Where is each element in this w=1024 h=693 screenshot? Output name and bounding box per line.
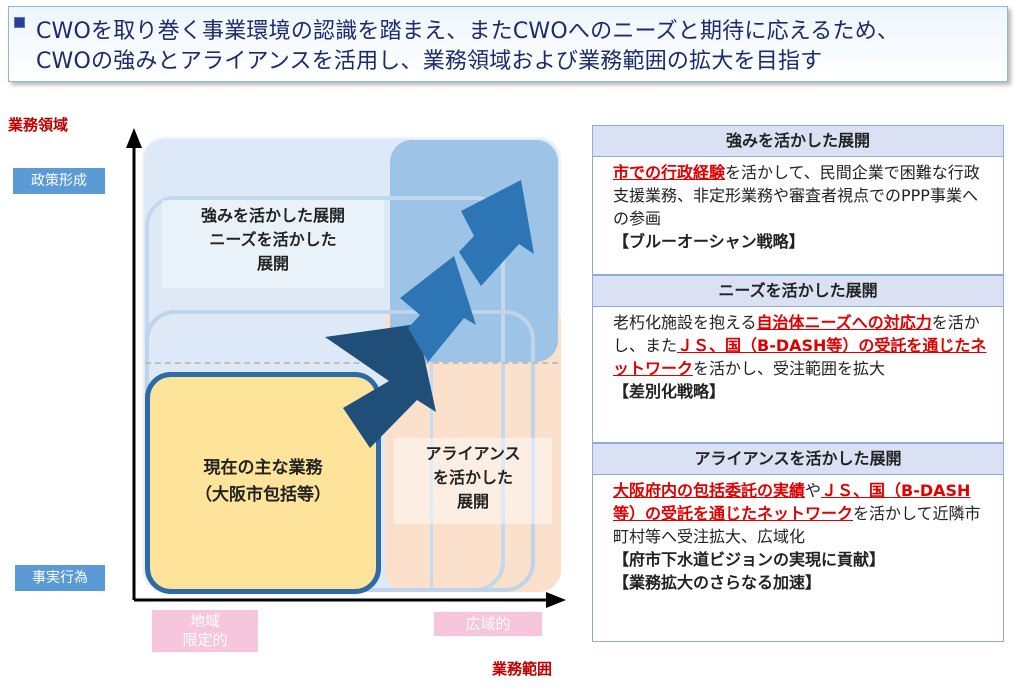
bullet-square-icon	[14, 17, 25, 28]
strength-strategy: 【ブルーオーシャン戦略】	[613, 232, 805, 251]
section-needs-text: 老朽化施設を抱える自治体ニーズへの対応力を活かし、またＪＳ、国（B-DASH等）…	[613, 311, 987, 380]
alliance-highlight-2: ＪＳ、国（B-DASH等）の受託を通じたネットワーク	[613, 481, 971, 523]
needs-highlight-1: 自治体ニーズへの対応力	[756, 313, 932, 332]
alliance-strategy-2: 【業務拡大のさらなる加速】	[613, 573, 822, 592]
alliance-highlight-1: 大阪府内の包括委託の実績	[613, 481, 806, 500]
needs-label: ニーズを活かした	[209, 230, 337, 249]
alliance-text-2: を活かして近隣市町村等へ受注拡大、広域化	[613, 504, 981, 546]
dark-arrow	[325, 324, 436, 448]
x-axis-arrowhead	[546, 592, 566, 608]
needs-highlight-2: ＪＳ、国（B-DASH等）の受託を通じたネットワーク	[613, 336, 987, 378]
alliance-label-box	[394, 438, 552, 524]
needs-text-3: を活かし、受注範囲を拡大	[693, 359, 886, 378]
needs-text-1: 老朽化施設を抱える	[613, 313, 757, 332]
y-axis-arrowhead	[126, 128, 142, 148]
x-left-tag-line-1: 地域	[189, 612, 220, 630]
x-left-tag: 地域 限定的	[152, 610, 258, 652]
growth-arrows	[325, 180, 534, 448]
alliance-label-2: を活かした	[432, 468, 513, 487]
section-alliance-text: 大阪府内の包括委託の実績やＪＳ、国（B-DASH等）の受託を通じたネットワークを…	[613, 479, 987, 548]
needs-strategy: 【差別化戦略】	[613, 382, 726, 401]
current-business-line-2: （大阪市包括等）	[195, 485, 331, 505]
current-business-line-1: 現在の主な業務	[203, 458, 323, 478]
section-needs-body: 老朽化施設を抱える自治体ニーズへの対応力を活かし、またＪＳ、国（B-DASH等）…	[592, 307, 1004, 443]
alliance-strategy-1: 【府市下水道ビジョンの実現に貢献】	[613, 550, 886, 569]
alliance-text-1: や	[805, 481, 822, 500]
alliance-label-3: 展開	[456, 492, 489, 511]
section-needs-heading: ニーズを活かした展開	[592, 275, 1004, 307]
section-strength-heading: 強みを活かした展開	[592, 125, 1004, 157]
y-bottom-tag: 事実行為	[15, 565, 105, 591]
strength-label: 強みを活かした展開	[200, 206, 345, 225]
arrow-2	[400, 256, 476, 362]
header-line-2: CWOの強みとアライアンスを活用し、業務領域および業務範囲の拡大を目指す	[36, 49, 823, 74]
current-business-box	[145, 372, 381, 594]
strength-highlight: 市での行政経験	[613, 163, 726, 182]
needs-text-2: を活かし、また	[613, 313, 980, 355]
upper-label-box	[162, 200, 384, 288]
y-axis-title: 業務領域	[8, 116, 69, 134]
header-banner	[8, 6, 1008, 82]
y-top-tag: 政策形成	[13, 168, 105, 194]
x-right-tag: 広域的	[434, 612, 542, 636]
inner-line	[430, 362, 433, 588]
x-axis-title: 業務範囲	[492, 660, 553, 678]
section-alliance-heading: アライアンスを活かした展開	[592, 443, 1004, 475]
strength-text: を活かして、民間企業で困難な行政支援業務、非定形業務や審査者視点でのPPP事業へ…	[613, 163, 980, 228]
section-strength-body: 市での行政経験を活かして、民間企業で困難な行政支援業務、非定形業務や審査者視点で…	[592, 157, 1004, 275]
alliance-label-1: アライアンス	[425, 444, 521, 463]
header-line-1: CWOを取り巻く事業環境の認識を踏まえ、またCWOへのニーズと期待に応えるため、	[36, 19, 900, 44]
section-strength-text: 市での行政経験を活かして、民間企業で困難な行政支援業務、非定形業務や審査者視点で…	[613, 161, 987, 230]
section-alliance-body: 大阪府内の包括委託の実績やＪＳ、国（B-DASH等）の受託を通じたネットワークを…	[592, 475, 1004, 642]
dashed-divider	[145, 362, 558, 364]
arrow-1	[459, 180, 534, 286]
x-left-tag-line-2: 限定的	[182, 631, 228, 649]
needs-label-suffix: 展開	[256, 254, 289, 273]
